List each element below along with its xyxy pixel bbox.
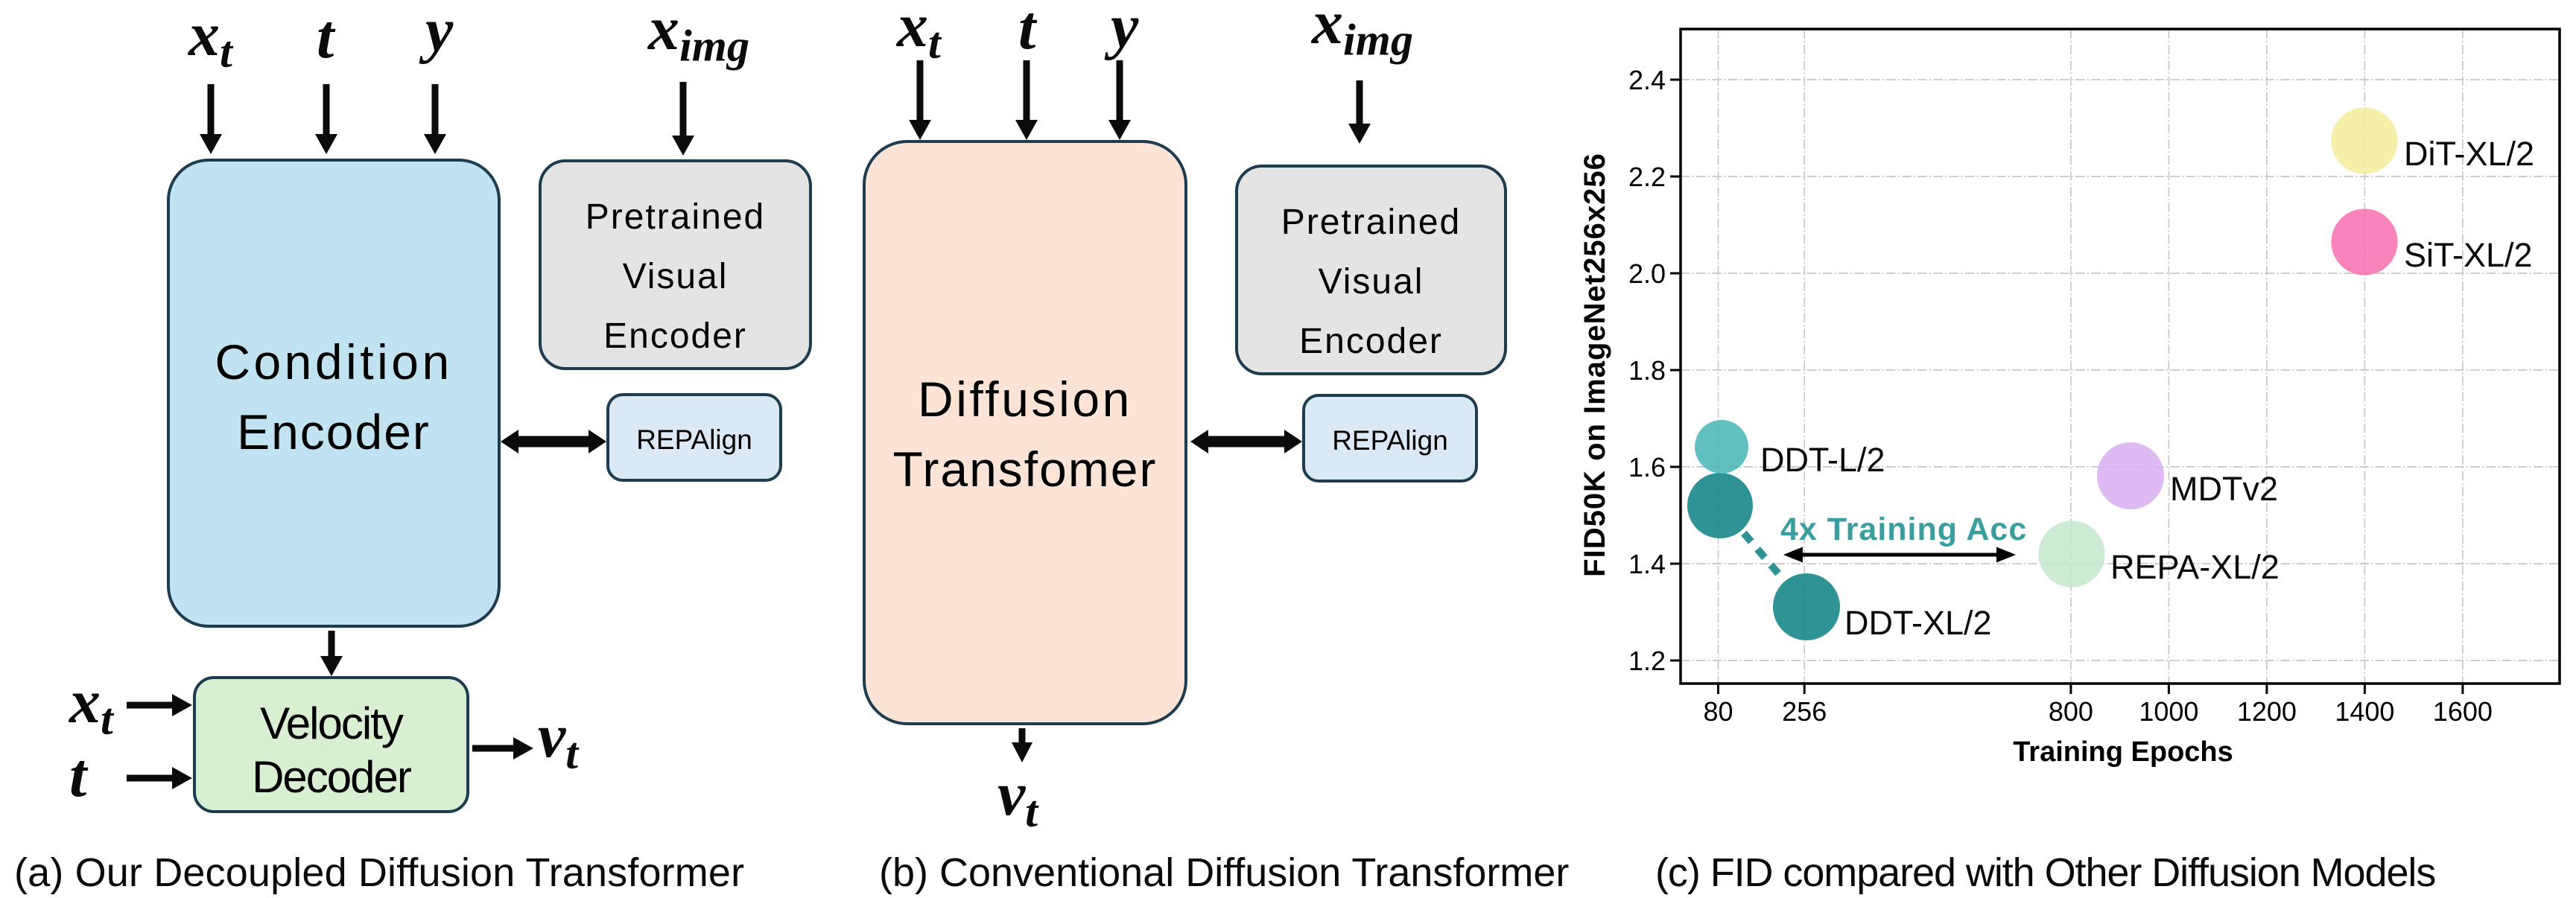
svg-text:2.2: 2.2 <box>1628 162 1666 192</box>
svg-text:MDTv2: MDTv2 <box>2170 470 2278 508</box>
svg-text:1600: 1600 <box>2433 696 2493 727</box>
svg-text:2.0: 2.0 <box>1628 258 1666 289</box>
svg-text:256: 256 <box>1782 696 1827 727</box>
svg-text:REPA-XL/2: REPA-XL/2 <box>2110 548 2280 586</box>
svg-text:1.2: 1.2 <box>1628 646 1666 676</box>
svg-text:80: 80 <box>1703 696 1733 727</box>
svg-text:DDT-XL/2: DDT-XL/2 <box>1844 604 1992 642</box>
svg-text:Training Epochs: Training Epochs <box>2013 736 2233 768</box>
svg-text:1.6: 1.6 <box>1628 452 1666 483</box>
svg-text:FID50K on ImageNet256x256: FID50K on ImageNet256x256 <box>1579 153 1611 577</box>
svg-text:DiT-XL/2: DiT-XL/2 <box>2404 135 2534 173</box>
svg-text:4x Training Acc: 4x Training Acc <box>1780 512 2027 547</box>
svg-text:1400: 1400 <box>2335 696 2394 727</box>
svg-text:DDT-L/2: DDT-L/2 <box>1760 441 1885 479</box>
svg-text:1000: 1000 <box>2139 696 2198 727</box>
svg-text:2.4: 2.4 <box>1628 65 1666 95</box>
svg-text:SiT-XL/2: SiT-XL/2 <box>2404 236 2533 274</box>
svg-text:1.4: 1.4 <box>1628 549 1666 579</box>
svg-text:1.8: 1.8 <box>1628 355 1666 386</box>
svg-text:800: 800 <box>2049 696 2093 727</box>
svg-text:1200: 1200 <box>2237 696 2297 727</box>
